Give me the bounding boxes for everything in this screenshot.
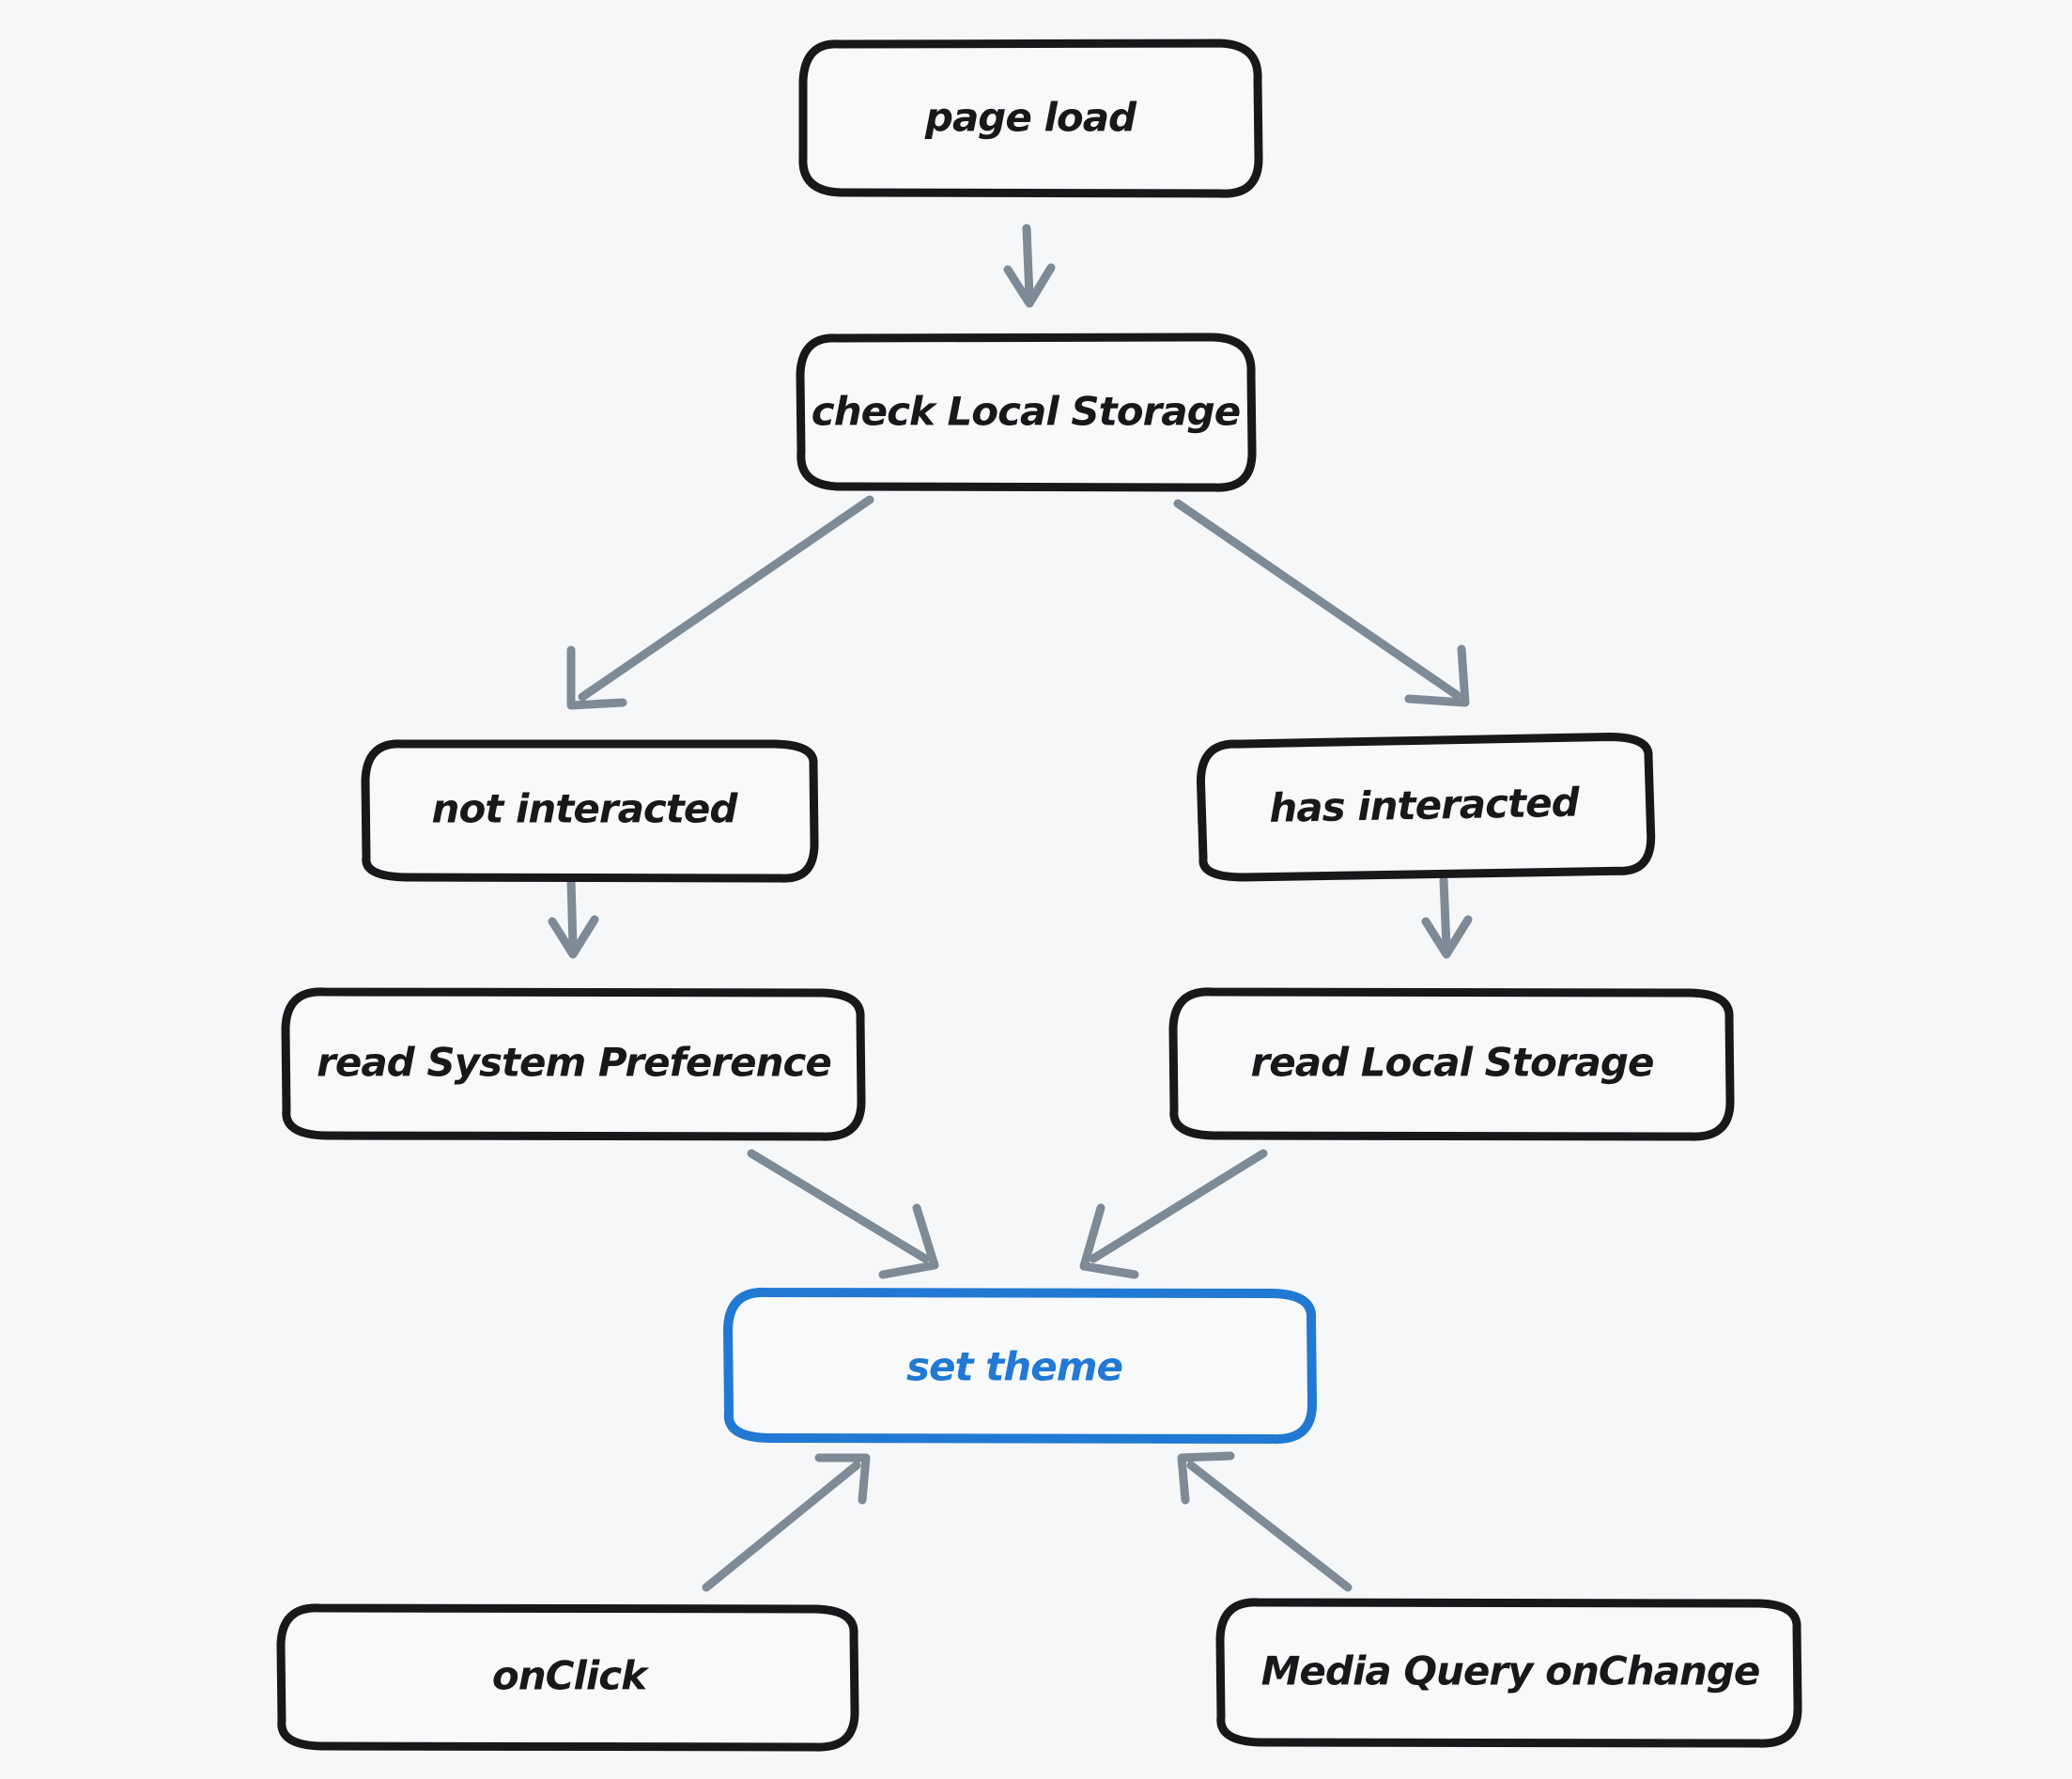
node-label-media-query-onchange: Media Query onChange (1261, 1648, 1760, 1694)
node-read-system-preference[interactable]: read System Preference (281, 987, 866, 1141)
node-media-query-onchange[interactable]: Media Query onChange (1215, 1598, 1802, 1748)
edge-read-system-pref-to-set-theme (747, 1149, 939, 1279)
node-label-page-load: page load (924, 95, 1137, 141)
node-label-onclick: onClick (492, 1653, 650, 1699)
node-label-read-local-storage: read Local Storage (1251, 1040, 1654, 1086)
edge-check-local-to-has-interacted (1173, 499, 1470, 707)
node-label-not-interacted: not interacted (432, 786, 739, 832)
edge-onclick-to-set-theme (702, 1453, 871, 1592)
node-read-local-storage[interactable]: read Local Storage (1168, 987, 1735, 1141)
edge-read-local-to-set-theme (1079, 1149, 1268, 1279)
node-check-local-storage[interactable]: check Local Storage (796, 333, 1257, 492)
node-label-set-theme: set theme (906, 1344, 1122, 1390)
node-set-theme[interactable]: set theme (723, 1287, 1318, 1445)
edge-not-interacted-to-read-system-pref (548, 875, 599, 959)
node-label-check-local-storage: check Local Storage (812, 389, 1240, 435)
node-label-read-system-preference: read System Preference (317, 1040, 831, 1086)
edge-check-local-to-not-interacted (566, 495, 874, 710)
edge-page-load-to-check-local (1003, 224, 1056, 308)
edge-has-interacted-to-read-local (1421, 875, 1473, 959)
node-has-interacted[interactable]: has interacted (1196, 732, 1656, 882)
node-onclick[interactable]: onClick (276, 1603, 859, 1752)
node-layer: page load check Local Storage not intera… (276, 39, 1802, 1752)
edge-layer (548, 224, 1473, 1592)
node-not-interacted[interactable]: not interacted (361, 739, 819, 883)
node-label-has-interacted: has interacted (1269, 780, 1581, 831)
edge-media-query-to-set-theme (1177, 1451, 1353, 1592)
node-page-load[interactable]: page load (798, 39, 1263, 198)
